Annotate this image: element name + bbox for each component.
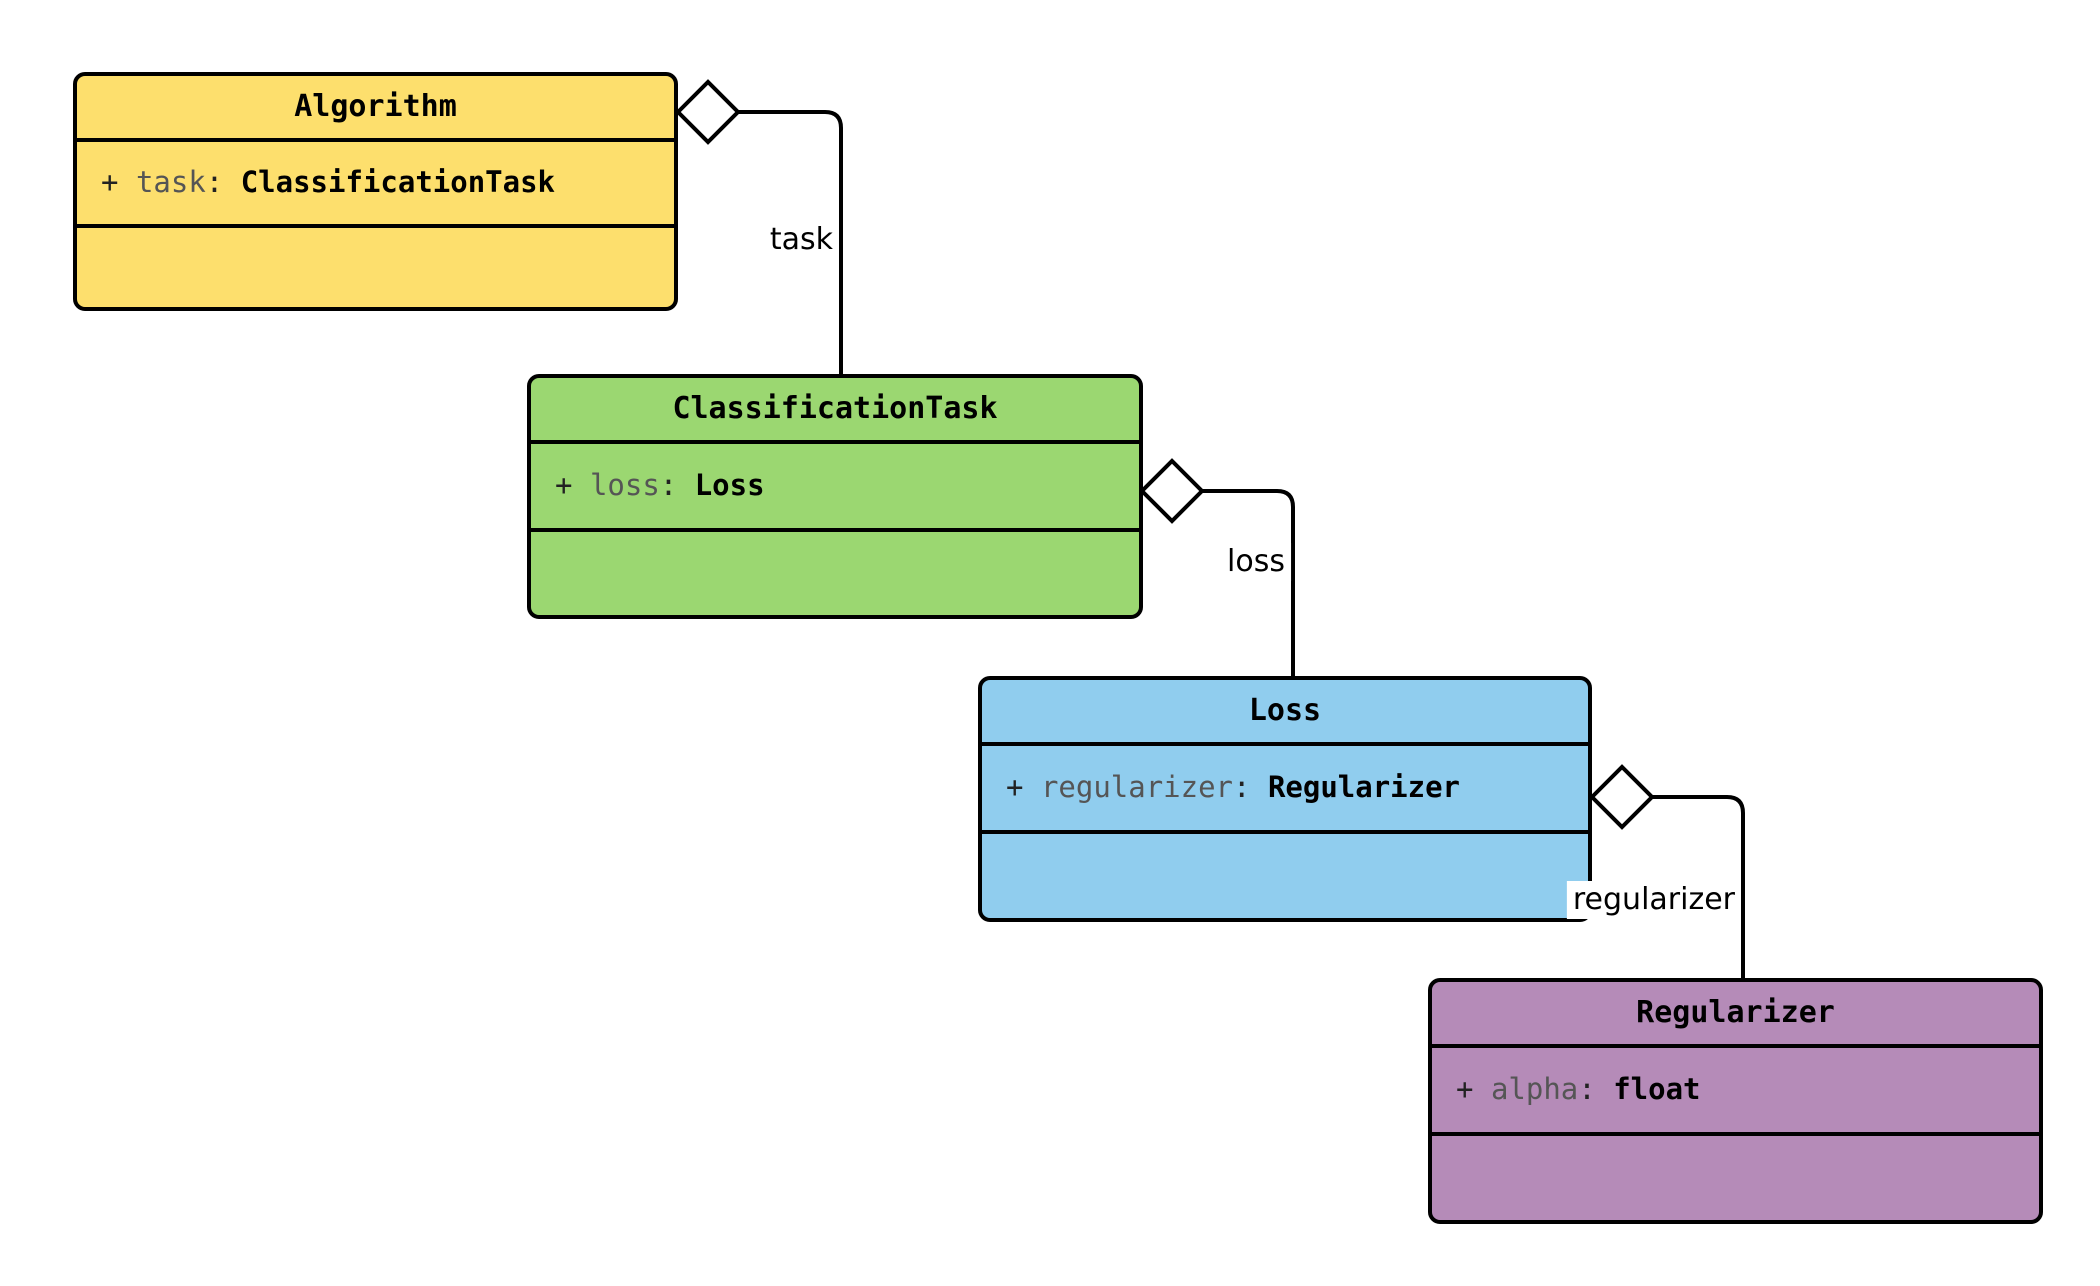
attribute-separator: :	[659, 468, 678, 503]
attribute-name: alpha	[1490, 1072, 1579, 1107]
connector-line	[1202, 489, 1295, 676]
uml-attribute-row: + loss: Loss	[555, 469, 1139, 502]
attribute-type: Loss	[694, 468, 765, 503]
attribute-separator: :	[205, 165, 224, 200]
aggregation-diamond-icon	[1139, 458, 1205, 524]
aggregation-diamond-icon	[675, 79, 741, 145]
uml-attributes-compartment: + task: ClassificationTask	[77, 142, 674, 228]
uml-class-name: ClassificationTask	[531, 378, 1139, 444]
aggregation-diamond-icon	[1589, 764, 1655, 830]
uml-class-classification-task[interactable]: ClassificationTask + loss: Loss	[527, 374, 1143, 619]
uml-class-name: Loss	[982, 680, 1588, 746]
uml-methods-compartment	[77, 228, 674, 307]
visibility-marker: +	[1456, 1072, 1474, 1107]
uml-methods-compartment	[982, 834, 1588, 918]
visibility-marker: +	[555, 468, 573, 503]
uml-attribute-row: + task: ClassificationTask	[101, 166, 674, 199]
attribute-separator: :	[1578, 1072, 1596, 1107]
edge-label-loss: loss	[1221, 543, 1291, 581]
uml-attributes-compartment: + loss: Loss	[531, 444, 1139, 532]
visibility-marker: +	[101, 165, 119, 200]
visibility-marker: +	[1006, 770, 1024, 805]
uml-methods-compartment	[531, 532, 1139, 615]
attribute-type: Regularizer	[1267, 770, 1460, 805]
uml-class-regularizer[interactable]: Regularizer + alpha: float	[1428, 978, 2043, 1224]
attribute-separator: :	[1233, 770, 1251, 805]
edge-label-task: task	[763, 221, 839, 259]
uml-attribute-row: + regularizer: Regularizer	[1006, 771, 1588, 804]
attribute-name: task	[135, 165, 206, 200]
uml-class-name: Algorithm	[77, 76, 674, 142]
edge-label-regularizer: regularizer	[1566, 881, 1741, 919]
attribute-name: loss	[589, 468, 660, 503]
uml-attributes-compartment: + regularizer: Regularizer	[982, 746, 1588, 834]
uml-class-name: Regularizer	[1432, 982, 2039, 1048]
uml-methods-compartment	[1432, 1136, 2039, 1220]
uml-class-algorithm[interactable]: Algorithm + task: ClassificationTask	[73, 72, 678, 311]
attribute-name: regularizer	[1040, 770, 1233, 805]
uml-attributes-compartment: + alpha: float	[1432, 1048, 2039, 1136]
attribute-type: float	[1613, 1072, 1701, 1107]
attribute-type: ClassificationTask	[240, 165, 555, 200]
uml-attribute-row: + alpha: float	[1456, 1073, 2039, 1106]
connector-edge-regularizer	[1589, 764, 1745, 978]
uml-class-loss[interactable]: Loss + regularizer: Regularizer	[978, 676, 1592, 922]
